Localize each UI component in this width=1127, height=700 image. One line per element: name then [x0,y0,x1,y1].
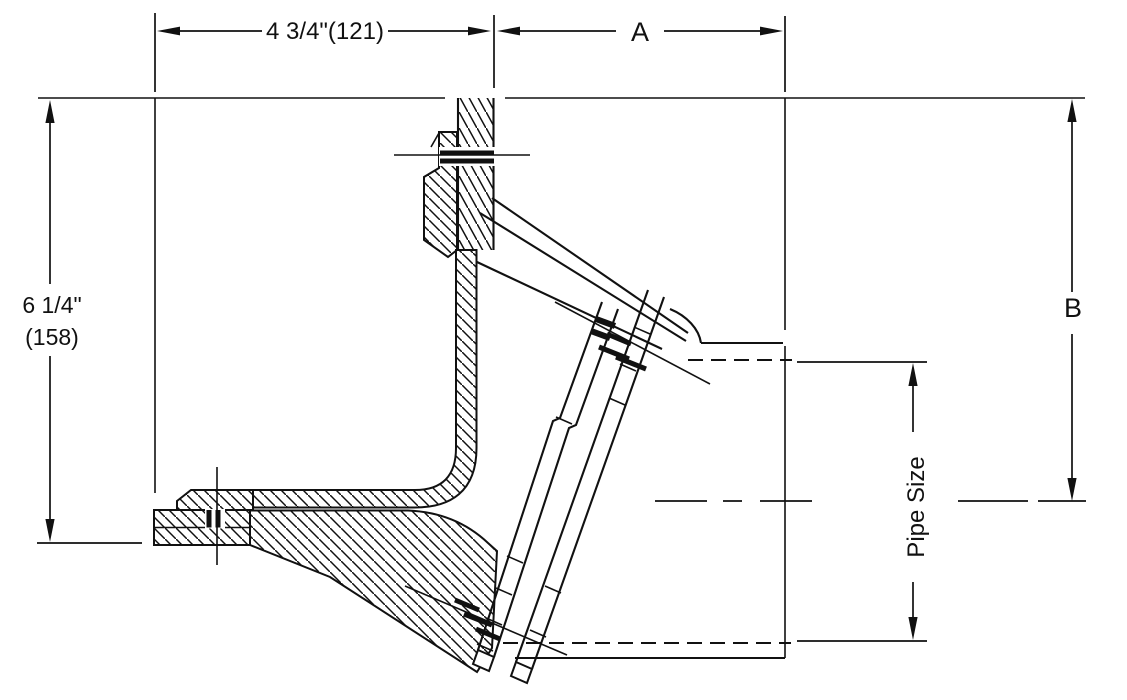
b-dimension-label: B [1064,293,1082,323]
sleeve-left-rungs [476,416,573,652]
sleeve-right-outer [515,289,649,663]
body-sweep-wall [252,249,478,509]
arrow-down-icon [908,617,918,640]
sleeve-left-tip [471,648,496,673]
left-height-label-line2: (158) [25,324,79,350]
fitting-section [153,98,530,674]
top-gasket-bar-1 [440,150,494,156]
left-height-label-line1: 6 1/4" [22,292,81,318]
top-gasket-bar-2 [440,158,494,164]
dimension-b: B [1064,99,1082,501]
arrow-up-icon [1067,99,1077,122]
branch-upper-line-1 [491,197,689,334]
lower-gasket-dashes [454,597,501,642]
arrow-left-icon [497,26,520,36]
pipe-size-extension-lines [797,361,927,642]
sleeve-right-inner [531,296,665,670]
sleeve-left-outer [477,301,603,651]
arrow-up-icon [45,100,55,123]
top-extension-lines [154,13,786,92]
a-dimension-label: A [631,17,649,47]
branch-lower-wall [249,509,499,674]
arrow-right-icon [468,26,491,36]
arrow-down-icon [45,519,55,542]
top-hub-chamfer [430,132,440,148]
arrow-left-icon [157,26,180,36]
dimension-pipe-size: Pipe Size [797,361,930,642]
dimension-a: A [497,17,783,47]
clamp-band-1 [594,316,617,329]
pipe-size-label: Pipe Size [903,456,930,557]
branch-upper-line-2 [479,212,687,342]
arrow-up-icon [908,363,918,386]
upper-joint-face-line [554,301,711,385]
arrow-right-icon [760,26,783,36]
top-pipe-hatch [458,98,494,250]
left-hub-top [176,489,254,511]
branch-hub-curve [669,308,703,344]
dimension-top-width: 4 3/4"(121) [154,13,786,92]
branch-upper-line-3 [476,261,663,350]
sleeve-right-tip [509,660,534,685]
upper-gasket-dashes [598,331,647,372]
branch-assembly [404,197,792,685]
sleeve-left-inner [493,308,619,658]
top-width-label: 4 3/4"(121) [266,18,384,45]
arrow-down-icon [1067,478,1077,501]
dimension-left-height: 6 1/4" (158) [22,100,142,544]
sleeve-right-rungs [529,326,651,638]
clamp-band-2 [589,328,612,341]
boundary-lines [38,97,1086,658]
left-gasket-bar-1 [206,510,212,528]
left-gasket-bar-2 [215,510,221,528]
